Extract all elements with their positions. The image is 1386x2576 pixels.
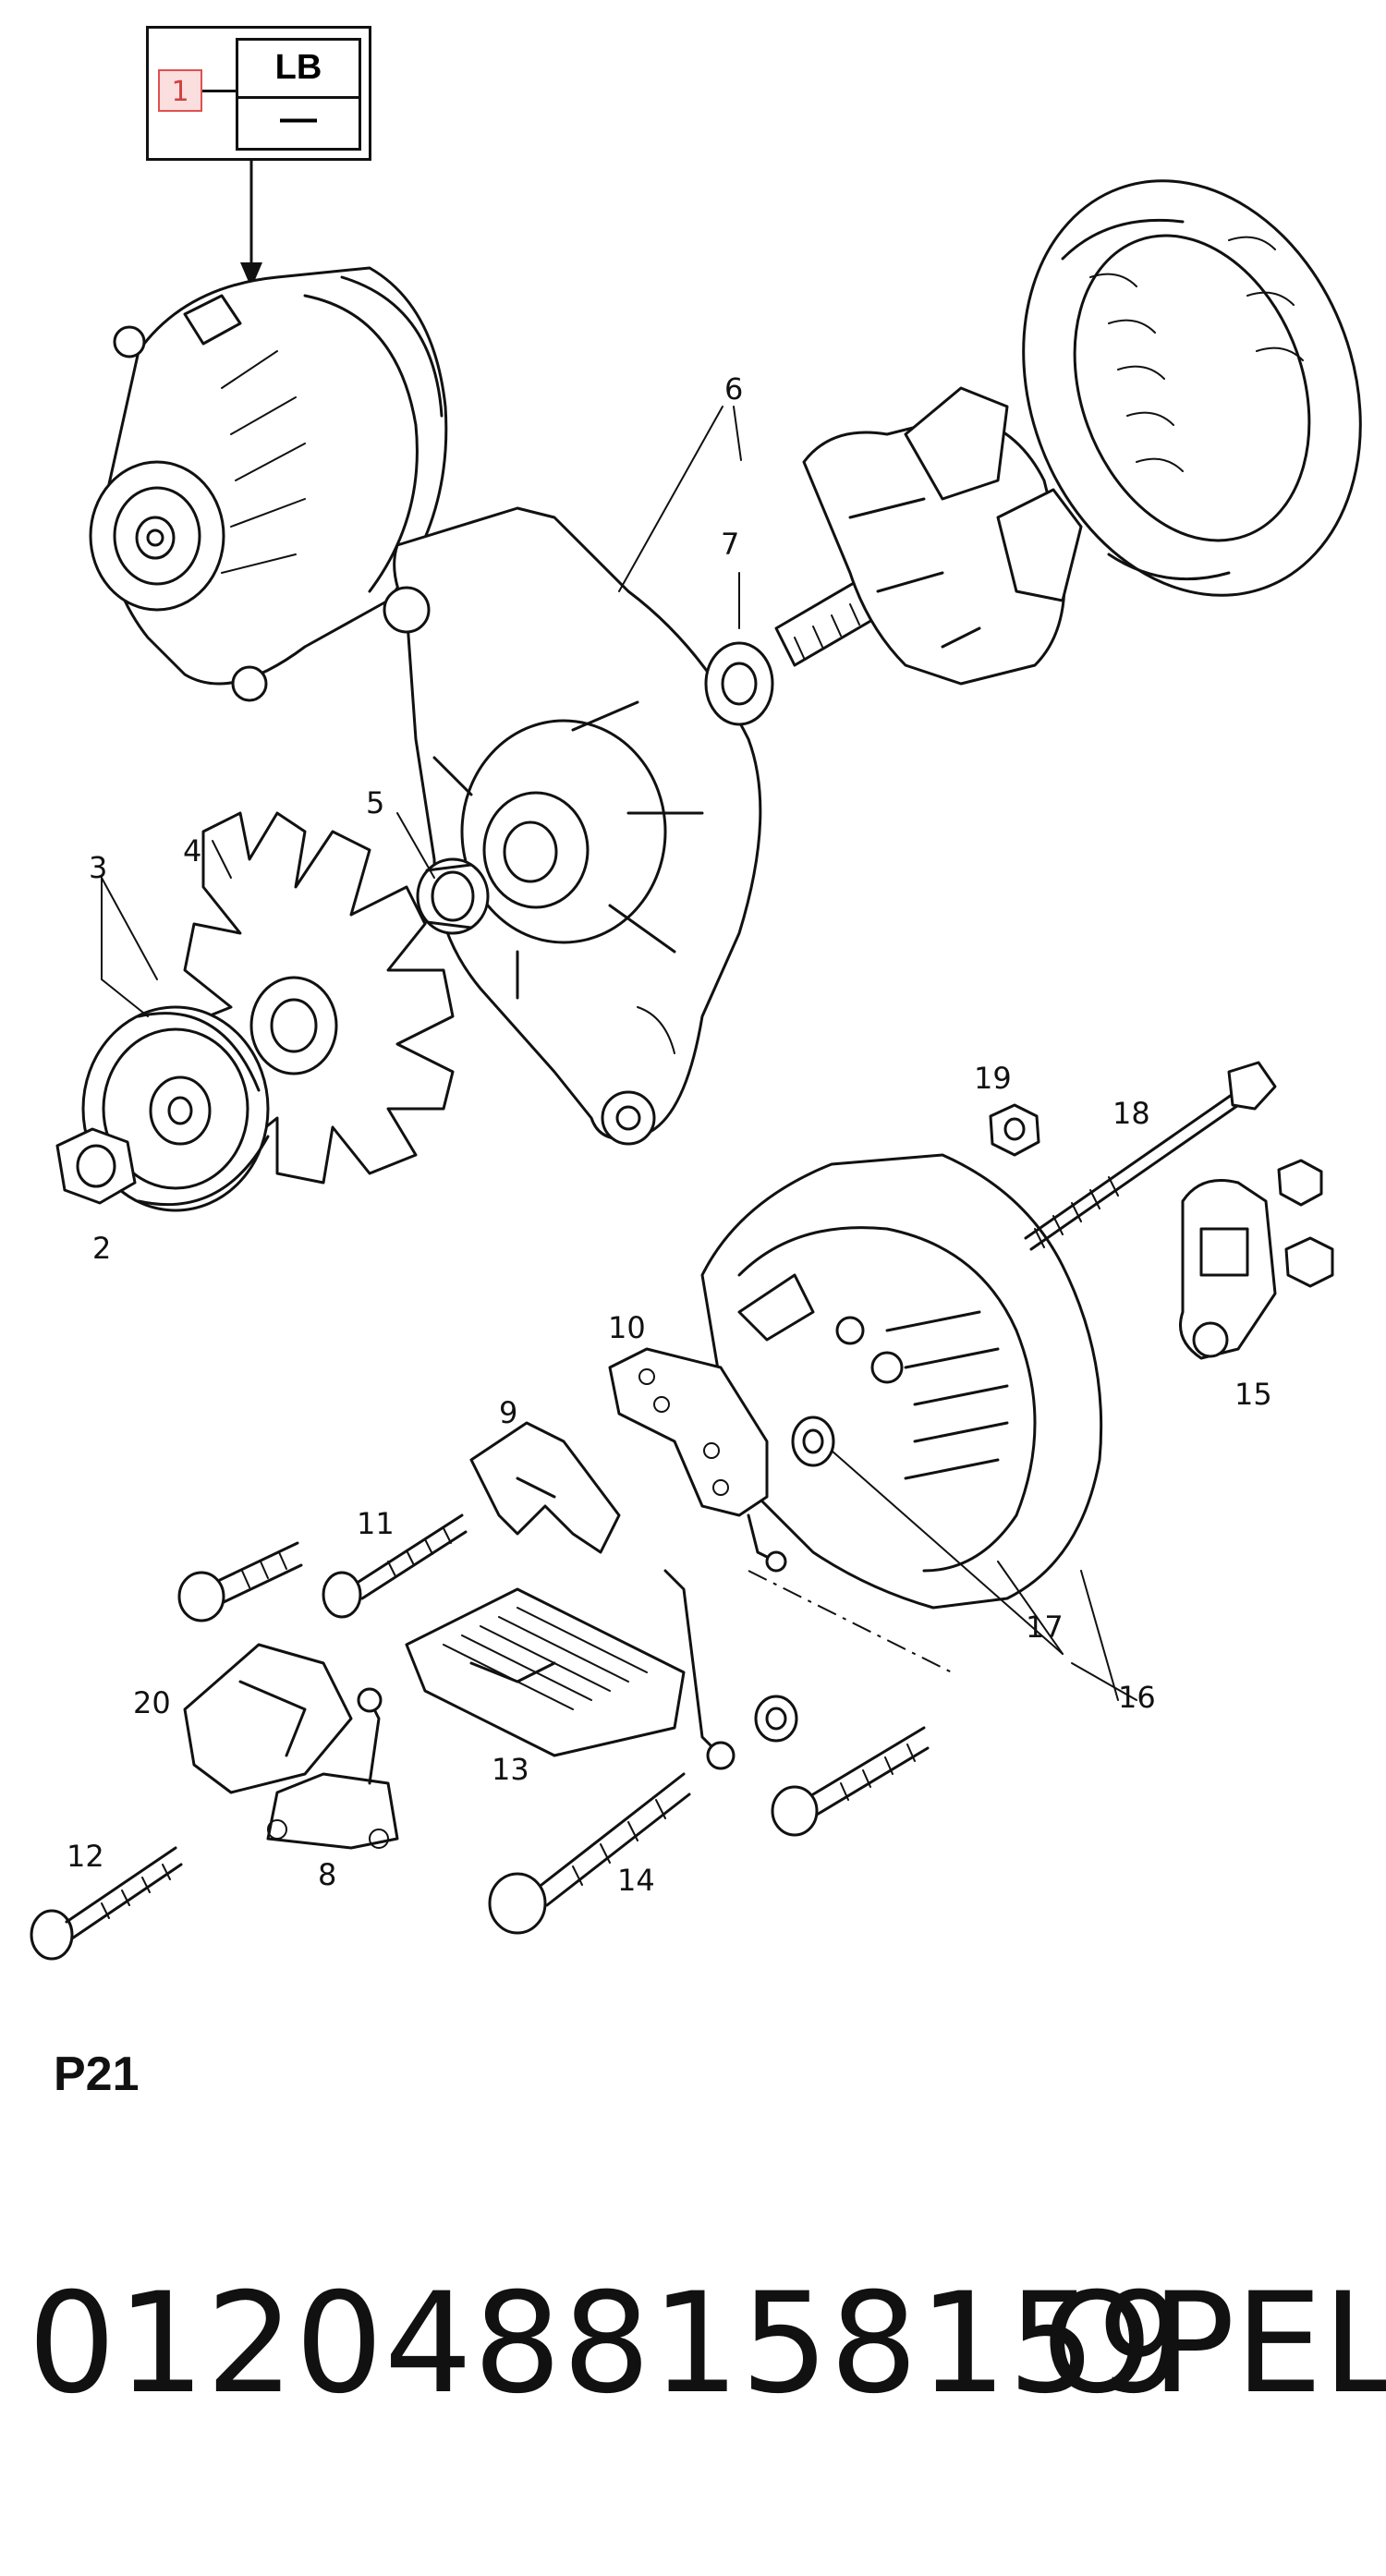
reference-arrow	[240, 159, 262, 288]
through-bolt	[1024, 1061, 1277, 1251]
drive-end-housing	[383, 506, 762, 1146]
label-15: 15	[1234, 1377, 1272, 1412]
label-7: 7	[721, 527, 739, 562]
terminal-block	[1179, 1159, 1334, 1360]
label-3: 3	[89, 850, 107, 885]
bushing	[791, 1416, 835, 1467]
part-number: 0120488158159	[28, 2264, 1186, 2424]
brush-holder	[266, 1687, 399, 1850]
assembled-alternator	[89, 266, 448, 702]
spacer-ring	[416, 857, 490, 935]
bolt-long-upper	[177, 1541, 303, 1622]
variant-code-top: LB	[274, 48, 322, 87]
voltage-regulator	[183, 1643, 353, 1794]
bolt-11	[322, 1513, 468, 1619]
link-strap	[663, 1569, 798, 1770]
code-cell: LB —	[236, 38, 361, 151]
stator	[1022, 179, 1362, 597]
label-16: 16	[1118, 1680, 1156, 1715]
label-14: 14	[617, 1863, 655, 1898]
diode-bracket	[608, 1347, 787, 1573]
screw-12	[30, 1846, 183, 1961]
label-10: 10	[608, 1310, 646, 1345]
code-divider	[238, 96, 359, 99]
leader-lines	[101, 406, 1137, 1701]
variant-code-box: 1 LB —	[146, 26, 371, 161]
slip-ring-end-housing	[700, 1153, 1103, 1610]
label-9: 9	[499, 1395, 517, 1430]
nut-19	[989, 1103, 1040, 1157]
label-12: 12	[67, 1839, 104, 1874]
brand-name: OPEL	[1042, 2264, 1386, 2424]
callout-leader-line	[202, 90, 236, 92]
callout-1-marker[interactable]: 1	[158, 69, 202, 112]
bearing	[704, 641, 774, 726]
label-17: 17	[1026, 1610, 1064, 1645]
rectifier	[405, 1587, 686, 1757]
variant-code-bottom: —	[280, 98, 317, 139]
label-19: 19	[974, 1061, 1012, 1096]
label-13: 13	[492, 1752, 529, 1787]
bolt-right	[771, 1726, 930, 1837]
label-2: 2	[92, 1231, 111, 1266]
label-4: 4	[183, 833, 201, 869]
label-8: 8	[318, 1857, 336, 1892]
pulley-nut	[55, 1127, 137, 1205]
label-18: 18	[1112, 1096, 1150, 1131]
rotor	[802, 386, 1083, 686]
label-5: 5	[366, 785, 384, 820]
page-code: P21	[54, 2047, 140, 2101]
label-6: 6	[724, 371, 743, 407]
label-20: 20	[133, 1685, 171, 1720]
bolt-14	[488, 1772, 691, 1935]
capacitor-bracket	[469, 1421, 621, 1554]
alternator-drawing: 6 7 5 4 3 2 19 18 15 10 9 11 20 13 17 16…	[30, 159, 1362, 1961]
label-11: 11	[357, 1506, 395, 1541]
